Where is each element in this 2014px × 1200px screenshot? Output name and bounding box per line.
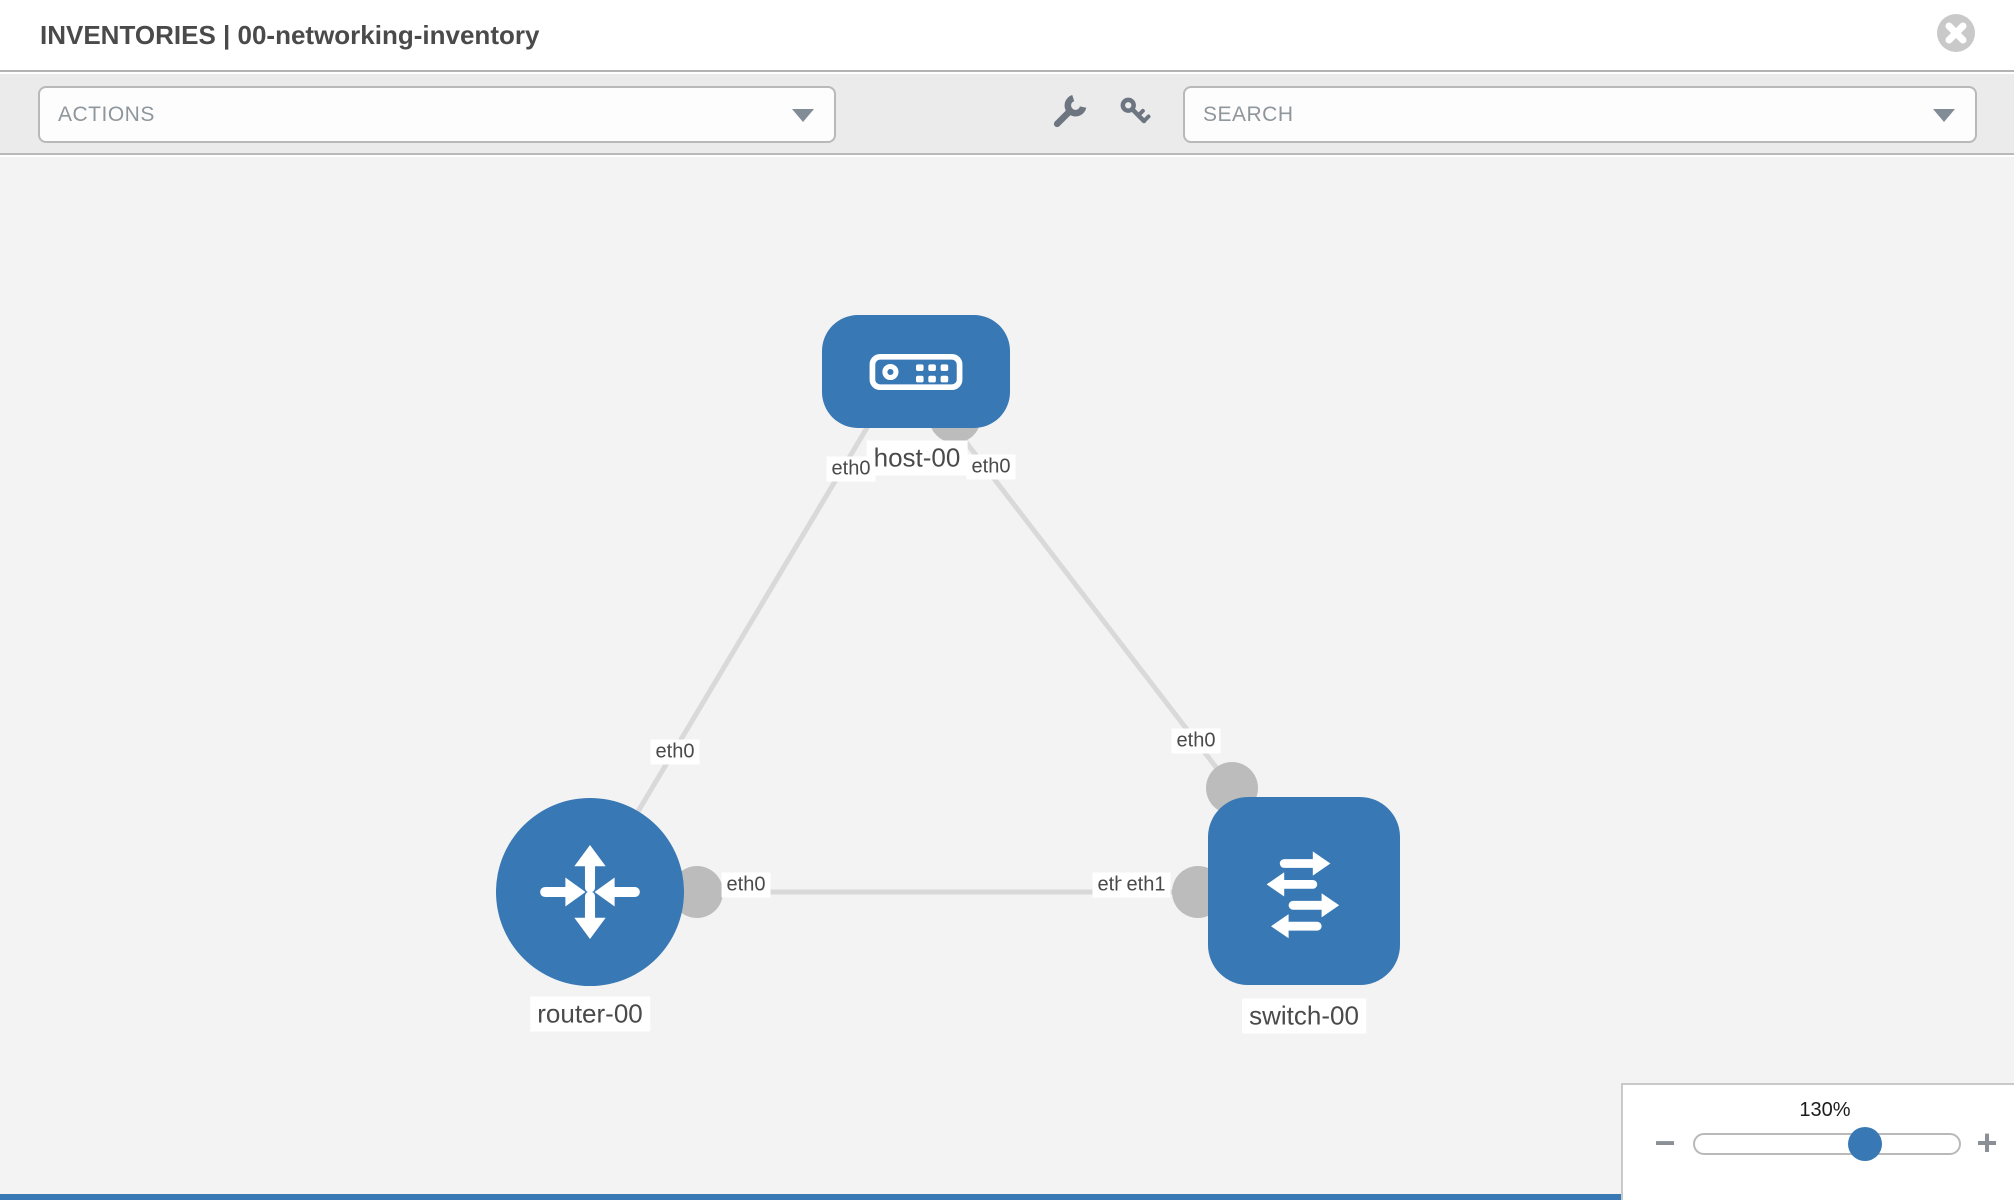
host-icon: [869, 353, 963, 390]
header: INVENTORIES | 00-networking-inventory: [0, 0, 2014, 72]
iface-label-switch-eth1: eth1: [1121, 872, 1171, 898]
router-icon: [540, 844, 640, 940]
key-icon: [1120, 97, 1151, 124]
iface-label-router-eth0-diagonal: eth0: [650, 739, 700, 765]
toolbar: ACTIONS SEARCH: [0, 74, 2014, 155]
close-button[interactable]: [1936, 13, 1976, 53]
configure-button[interactable]: [1046, 86, 1092, 138]
zoom-control-panel: 130% − +: [1621, 1083, 2014, 1200]
link-host-switch[interactable]: [950, 422, 1234, 790]
search-dropdown[interactable]: SEARCH: [1183, 86, 1977, 143]
topology-canvas[interactable]: [0, 157, 2014, 1200]
iface-label-switch-eth0-top: eth0: [1171, 728, 1221, 754]
zoom-level-value: 130%: [1799, 1099, 1851, 1121]
iface-label-host-eth0-left: eth0: [826, 456, 876, 482]
search-dropdown-label: SEARCH: [1203, 103, 1294, 126]
router-label: router-00: [530, 996, 650, 1032]
zoom-slider-thumb[interactable]: [1848, 1127, 1882, 1161]
bottom-accent-strip: [0, 1194, 1621, 1200]
actions-dropdown[interactable]: ACTIONS: [38, 86, 836, 143]
zoom-slider-track[interactable]: [1693, 1133, 1961, 1155]
router-eth0-port: [671, 866, 723, 918]
node-host-00[interactable]: [822, 315, 1010, 428]
chevron-down-icon: [1933, 109, 1955, 122]
zoom-out-button[interactable]: −: [1647, 1123, 1683, 1163]
switch-icon: [1266, 851, 1340, 939]
zoom-in-button[interactable]: +: [1969, 1123, 2005, 1163]
host-label: host-00: [866, 440, 968, 476]
iface-label-router-eth0-horizontal: eth0: [721, 872, 771, 898]
actions-dropdown-label: ACTIONS: [58, 103, 155, 126]
chevron-down-icon: [792, 109, 814, 122]
iface-label-host-eth0-right: eth0: [966, 454, 1016, 480]
close-icon: [1937, 14, 1975, 52]
switch-label: switch-00: [1242, 998, 1366, 1034]
credentials-button[interactable]: [1112, 86, 1158, 138]
node-router-00[interactable]: [496, 798, 684, 986]
node-switch-00[interactable]: [1208, 797, 1400, 985]
wrench-icon: [1053, 94, 1087, 128]
page-title: INVENTORIES | 00-networking-inventory: [40, 20, 540, 50]
